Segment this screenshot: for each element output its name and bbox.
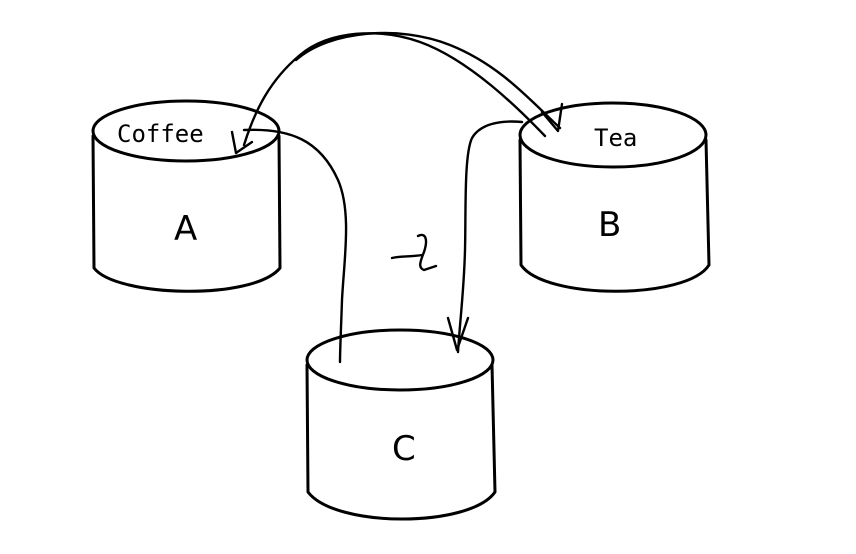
cup-b-body (518, 138, 711, 293)
cup-a-body (91, 134, 282, 293)
cup-b-content-label: Tea (594, 124, 637, 152)
arrow-a-to-c (242, 128, 348, 364)
arrow-b-to-c (446, 120, 524, 354)
step-annotation: 1 (390, 233, 438, 272)
cup-b-letter: B (598, 205, 621, 245)
arrow-a-to-b-line (294, 31, 562, 130)
cup-c: C (305, 328, 497, 521)
arrow-b-to-c-line (456, 120, 524, 354)
cup-b: Tea B (518, 101, 711, 293)
cup-b-rim (518, 101, 708, 169)
step-annotation-glyph (390, 233, 438, 272)
arrow-a-to-b-head (540, 102, 564, 133)
arrow-a-to-b (294, 31, 564, 133)
cup-c-body (305, 363, 497, 521)
cup-a-letter: A (174, 209, 197, 249)
cup-c-rim (305, 328, 495, 392)
arrow-b-to-a-line (242, 32, 547, 147)
cup-a: Coffee A (91, 99, 282, 293)
cup-a-content-label: Coffee (117, 120, 204, 148)
cup-c-letter: C (392, 429, 416, 469)
arrow-b-to-c-head (446, 316, 470, 352)
arrow-b-to-a-head (230, 130, 254, 155)
